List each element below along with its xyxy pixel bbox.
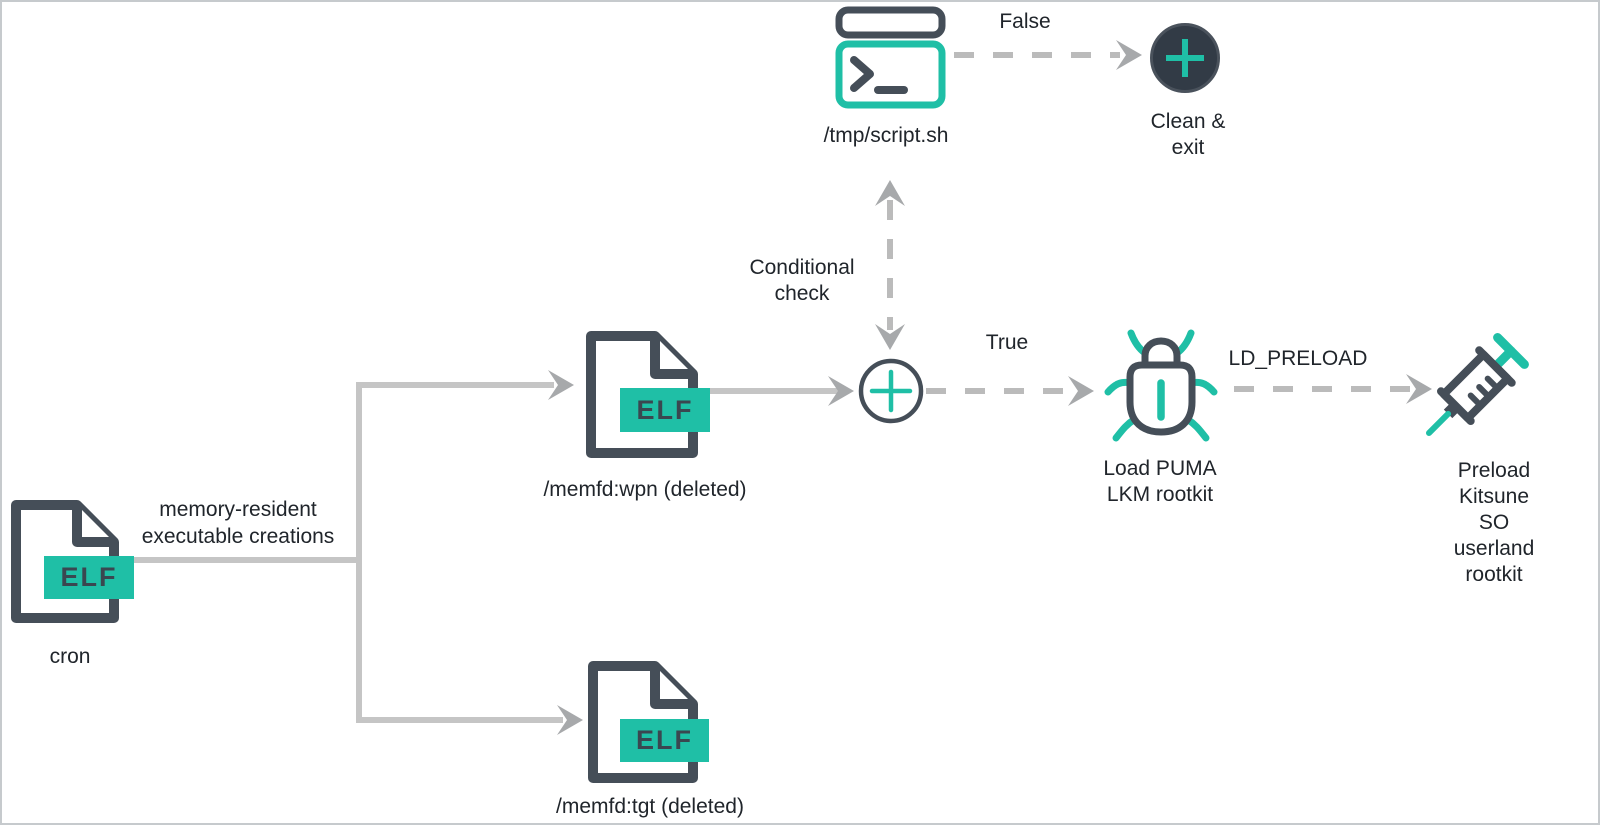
node-preload-kitsune (1402, 324, 1538, 465)
memfd-wpn-label: /memfd:wpn (deleted) (543, 478, 747, 501)
clean-exit-label: Clean & exit (1150, 110, 1226, 159)
tmp-script-label: /tmp/script.sh (823, 124, 949, 147)
arrowhead-up-script (875, 180, 905, 206)
plus-icon (1166, 39, 1204, 77)
node-cron: ELF (10, 499, 134, 624)
node-conditional-junction (857, 357, 925, 430)
branch-line-top (134, 382, 554, 563)
dashed-connectors (887, 52, 1410, 394)
terminal-icon (835, 6, 946, 109)
elf-badge: ELF (620, 719, 709, 762)
false-edge-label: False (999, 10, 1051, 33)
arrowhead-syringe (1406, 374, 1432, 404)
barrel-flange-bottom (1437, 387, 1475, 425)
branch-edge-label: memory-resident executable creations (141, 498, 335, 548)
load-puma-label: Load PUMA LKM rootkit (1103, 457, 1217, 506)
branch-line-bottom (356, 560, 563, 723)
barrel-ticks (1467, 375, 1500, 408)
arrowhead-bug (1068, 376, 1094, 406)
preload-kitsune-label: Preload Kitsune SO userland rootkit (1453, 459, 1535, 586)
arrowheads (548, 40, 1432, 735)
node-memfd-tgt: ELF (587, 660, 715, 784)
conditional-check-label: Conditional check (749, 256, 855, 305)
arrowhead-tgt (557, 705, 583, 735)
solid-connectors (134, 382, 838, 723)
arrowhead-down-junction (875, 324, 905, 350)
cron-label: cron (49, 645, 91, 668)
node-memfd-wpn: ELF (585, 330, 715, 459)
node-load-puma (1100, 326, 1222, 453)
memfd-tgt-label: /memfd:tgt (deleted) (556, 795, 744, 818)
bug-icon (1104, 329, 1218, 442)
syringe-icon (1425, 333, 1529, 437)
node-tmp-script (832, 4, 946, 115)
true-edge-label: True (985, 331, 1029, 354)
elf-badge: ELF (44, 556, 134, 599)
needle (1425, 410, 1452, 437)
node-clean-exit (1150, 23, 1220, 93)
ld-preload-edge-label: LD_PRELOAD (1228, 347, 1368, 370)
arrowhead-clean-exit (1116, 40, 1142, 70)
elf-badge: ELF (620, 388, 710, 432)
plus-circle-icon (858, 358, 924, 424)
arrowhead-junction (828, 376, 854, 406)
arrowhead-wpn (548, 370, 574, 400)
prompt-chevron (850, 56, 874, 92)
